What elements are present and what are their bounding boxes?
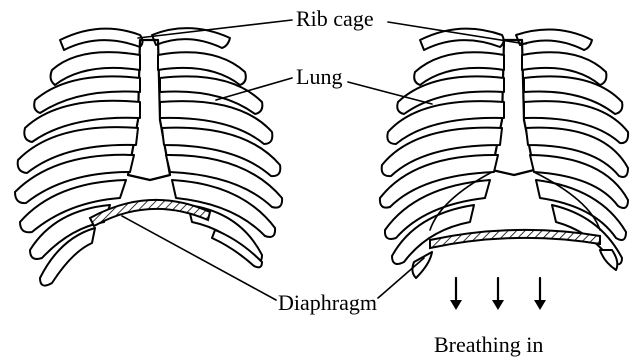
label-diaphragm: Diaphragm	[278, 292, 377, 314]
down-arrow-icon	[492, 278, 504, 310]
down-arrow-icon	[450, 278, 462, 310]
left-rib-cage	[15, 28, 282, 285]
right-diaphragm	[430, 230, 600, 248]
right-rib-cage	[380, 29, 628, 278]
label-rib-cage: Rib cage	[296, 8, 374, 30]
label-lung: Lung	[296, 66, 342, 88]
label-breathing-in: Breathing in	[434, 334, 543, 356]
down-arrow-icon	[534, 278, 546, 310]
breathing-in-arrows	[450, 278, 546, 310]
